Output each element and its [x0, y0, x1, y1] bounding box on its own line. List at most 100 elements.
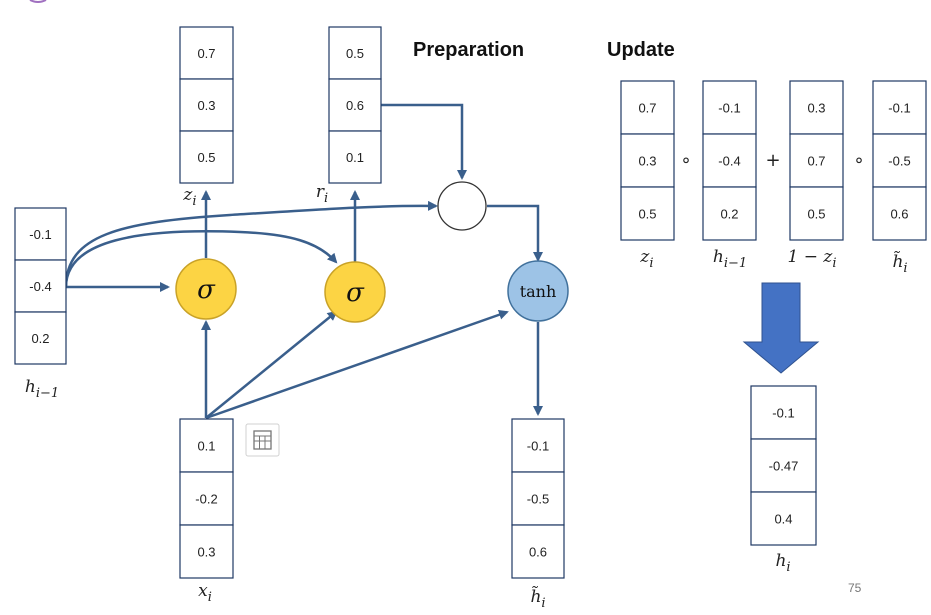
vector-label: hi−1 — [713, 247, 747, 271]
hadamard-op-2: ∘ — [853, 150, 864, 171]
vector-cell — [179, 471, 234, 526]
sigma-gate-z: σ — [175, 258, 237, 320]
vector-cell — [789, 133, 844, 188]
vector-cell-value: -0.2 — [195, 492, 217, 507]
arrow-h-to-multiply — [64, 200, 438, 288]
vector-cell-value: 0.7 — [197, 46, 215, 61]
vector-cell-value: 0.3 — [197, 98, 215, 113]
vector-cell — [872, 133, 927, 188]
arrow-x-to-sigma-r — [205, 310, 338, 419]
vector-cell — [872, 80, 927, 135]
vector-cell-value: -0.4 — [29, 279, 51, 294]
update-vector-z: 0.70.30.5zi — [620, 80, 675, 271]
plus-op: + — [765, 150, 780, 171]
down-arrow-icon — [742, 282, 820, 374]
vector-cell-value: 0.5 — [197, 150, 215, 165]
connections — [64, 103, 543, 420]
vector-cell — [789, 80, 844, 135]
vector-cell — [750, 385, 817, 440]
arrow-multiply-to-tanh — [487, 204, 543, 262]
vector-label: zi — [639, 247, 653, 271]
tanh-gate: tanh — [507, 260, 569, 322]
vector-label: ri — [316, 182, 328, 206]
vector-cell-value: 0.3 — [638, 154, 656, 169]
vector-cell-value: 0.5 — [807, 207, 825, 222]
vector-cell-value: -0.4 — [718, 154, 740, 169]
vector-cell-value: 0.6 — [529, 545, 547, 560]
arrow-x-to-tanh — [205, 309, 509, 420]
vector-label: hi−1 — [25, 377, 59, 401]
sigma-z-label: σ — [197, 275, 216, 305]
vector-cell-value: 0.2 — [720, 207, 738, 222]
vector-cell — [620, 186, 675, 241]
vector-cell-value: 0.5 — [638, 207, 656, 222]
vector-cell — [789, 186, 844, 241]
vector-cell-value: -0.1 — [718, 101, 740, 116]
vector-cell — [179, 524, 234, 579]
vector-cell — [328, 26, 382, 80]
vector-label: h̃i — [530, 586, 545, 611]
update-vector-h-prev: -0.1 -0.4 0.2 hi−1 — [702, 80, 757, 271]
vector-x: 0.1 -0.2 0.3 xi — [179, 418, 234, 605]
vector-label: h̃i — [892, 251, 907, 276]
arrow-r-to-multiply — [381, 103, 467, 180]
vector-label: 1 − zi — [788, 247, 837, 271]
vector-cell — [702, 133, 757, 188]
vector-cell-value: 0.6 — [346, 98, 364, 113]
vector-z: 0.7 0.3 0.5 zi — [179, 26, 234, 209]
calculator-icon[interactable] — [245, 423, 280, 457]
hadamard-op-1: ∘ — [680, 150, 691, 171]
vector-cell-value: 0.5 — [346, 46, 364, 61]
vector-cell — [14, 311, 67, 365]
vector-label: zi — [182, 185, 196, 209]
preparation-title: Preparation — [413, 39, 524, 61]
vector-h-prev: -0.1 -0.4 0.2 hi−1 — [14, 207, 67, 401]
vector-r: 0.5 0.6 0.1 ri — [316, 26, 382, 206]
vector-label: xi — [198, 581, 212, 605]
sigma-gate-r: σ — [324, 261, 386, 323]
multiply-circle — [437, 181, 487, 231]
vector-cell — [750, 491, 817, 546]
vector-cell — [702, 80, 757, 135]
vector-cell — [179, 130, 234, 184]
vector-cell-value: -0.5 — [527, 492, 549, 507]
update-vector-one-minus-z: 0.3 0.7 0.5 1 − zi — [788, 80, 844, 271]
vector-cell-value: -0.1 — [888, 101, 910, 116]
vector-cell — [179, 418, 234, 473]
update-vector-result: -0.1 -0.47 0.4 hi — [750, 385, 817, 575]
vector-cell — [511, 471, 565, 526]
vector-cell — [328, 130, 382, 184]
vector-cell-value: 0.7 — [807, 154, 825, 169]
vector-cell-value: 0.1 — [346, 150, 364, 165]
vector-label: hi — [775, 551, 790, 575]
vector-cell — [179, 26, 234, 80]
vector-cell-value: -0.47 — [769, 459, 799, 474]
sigma-r-label: σ — [346, 278, 365, 308]
vector-cell-value: 0.3 — [197, 545, 215, 560]
vector-cell — [620, 133, 675, 188]
vector-cell — [620, 80, 675, 135]
vector-cell-value: 0.3 — [807, 101, 825, 116]
vector-cell-value: -0.1 — [772, 406, 794, 421]
vector-cell-value: -0.5 — [888, 154, 910, 169]
arrow-h-to-sigma-r — [64, 230, 338, 288]
vector-cell — [179, 78, 234, 132]
vector-h-tilde: -0.1 -0.5 0.6 h̃i — [511, 418, 565, 611]
vector-cell-value: 0.1 — [197, 439, 215, 454]
vector-cell — [511, 418, 565, 473]
vector-cell — [872, 186, 927, 241]
vector-cell — [511, 524, 565, 579]
vector-cell-value: -0.1 — [29, 227, 51, 242]
update-title: Update — [607, 39, 675, 61]
page-number: 75 — [848, 581, 862, 595]
vector-cell-value: 0.2 — [31, 331, 49, 346]
update-vector-h-tilde: -0.1 -0.5 0.6 h̃i — [872, 80, 927, 276]
tanh-label: tanh — [520, 282, 557, 301]
corner-mark — [29, 0, 47, 3]
vector-cell-value: -0.1 — [527, 439, 549, 454]
vector-cell-value: 0.6 — [890, 207, 908, 222]
vector-cell-value: 0.4 — [774, 512, 792, 527]
vector-cell — [750, 438, 817, 493]
vector-cell — [702, 186, 757, 241]
